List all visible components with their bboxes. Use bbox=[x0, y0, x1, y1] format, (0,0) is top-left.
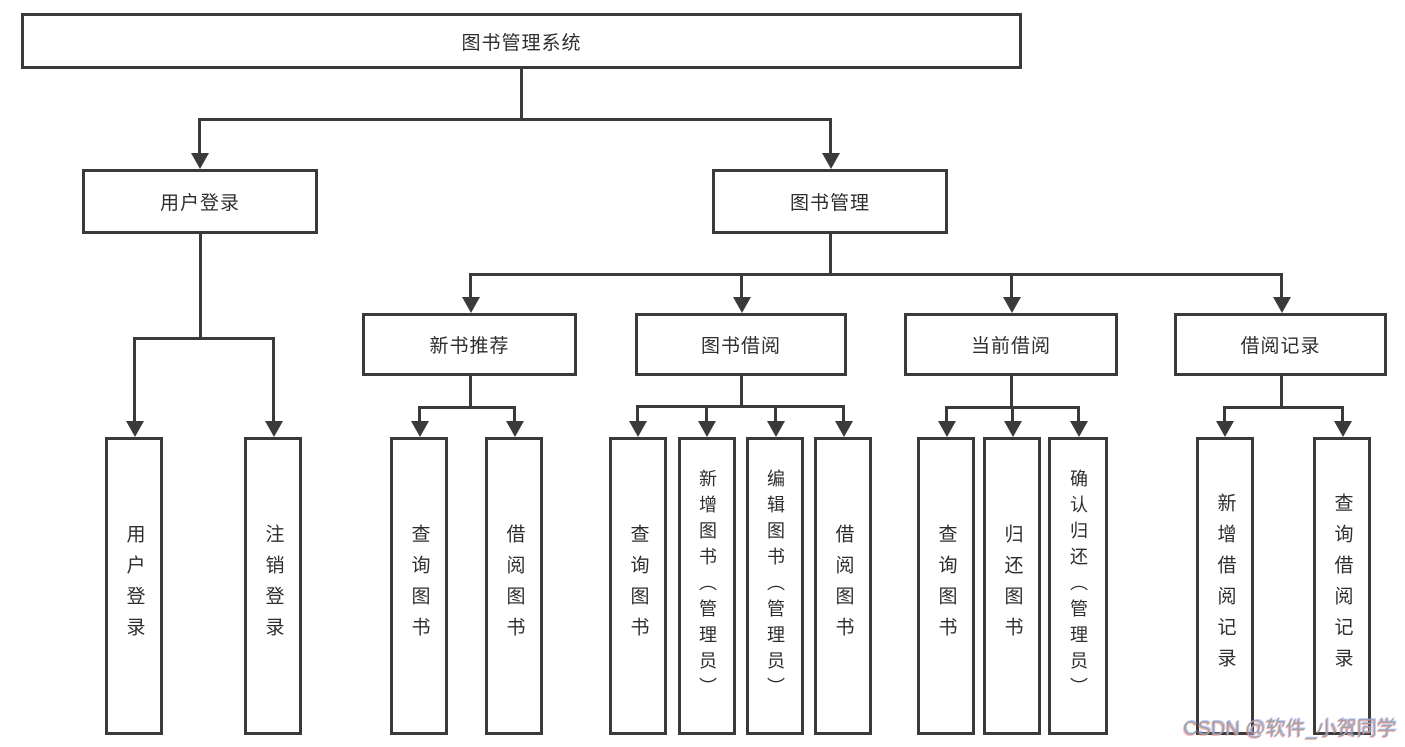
csdn-watermark: CSDN @软件_小贺同学 bbox=[1183, 718, 1397, 740]
leaf-bb-query-books-label: 查询图书 bbox=[627, 524, 649, 648]
arrow-to-borrow-records-icon bbox=[1272, 274, 1291, 313]
leaf-cb-confirm-return-admin-label: 确认归还（管理员） bbox=[1068, 469, 1088, 703]
leaf-bb-add-books-admin: 新增图书（管理员） bbox=[678, 437, 736, 735]
leaf-nb-borrow-books: 借阅图书 bbox=[485, 437, 543, 735]
node-new-book-recommend-label: 新书推荐 bbox=[429, 336, 510, 357]
leaf-cb-query-books-label: 查询图书 bbox=[935, 524, 957, 648]
leaf-cb-return-books-label: 归还图书 bbox=[1001, 524, 1023, 648]
leaf-nb-query-books: 查询图书 bbox=[390, 437, 448, 735]
arrow-to-current-borrow-icon bbox=[1002, 274, 1021, 313]
leaf-user-login-label: 用户登录 bbox=[123, 524, 145, 648]
arrow-to-bb-query-icon bbox=[628, 405, 647, 437]
connector-root-split bbox=[198, 118, 832, 121]
arrow-to-cb-confirm-icon bbox=[1069, 406, 1088, 437]
leaf-bb-add-books-admin-label: 新增图书（管理员） bbox=[697, 469, 717, 703]
connector-book-mgmt-split bbox=[469, 273, 1283, 276]
node-borrow-records: 借阅记录 bbox=[1174, 313, 1387, 376]
arrow-to-new-books-icon bbox=[461, 274, 480, 313]
arrow-to-leaf-user-login-icon bbox=[125, 337, 144, 437]
connector-borrow-records-split bbox=[1223, 406, 1343, 409]
leaf-nb-borrow-books-label: 借阅图书 bbox=[503, 524, 525, 648]
arrow-to-nb-borrow-icon bbox=[505, 406, 524, 437]
arrow-to-br-add-icon bbox=[1215, 406, 1234, 437]
leaf-bb-query-books: 查询图书 bbox=[609, 437, 667, 735]
node-new-book-recommend: 新书推荐 bbox=[362, 313, 577, 376]
connector-user-login-drop bbox=[199, 234, 202, 338]
leaf-user-login: 用户登录 bbox=[105, 437, 163, 735]
arrow-to-book-mgmt-icon bbox=[821, 119, 840, 169]
arrow-to-user-login-icon bbox=[190, 119, 209, 169]
node-borrow-records-label: 借阅记录 bbox=[1240, 336, 1321, 357]
leaf-logout: 注销登录 bbox=[244, 437, 302, 735]
leaf-cb-return-books: 归还图书 bbox=[983, 437, 1041, 735]
arrow-to-bb-borrow-icon bbox=[834, 405, 853, 437]
leaf-br-add-record: 新增借阅记录 bbox=[1196, 437, 1254, 735]
leaf-cb-confirm-return-admin: 确认归还（管理员） bbox=[1048, 437, 1108, 735]
connector-book-mgmt-drop bbox=[829, 234, 832, 274]
arrow-to-bb-edit-icon bbox=[766, 405, 785, 437]
arrow-to-cb-return-icon bbox=[1003, 406, 1022, 437]
connector-new-books-drop bbox=[469, 376, 472, 407]
node-book-management: 图书管理 bbox=[712, 169, 948, 234]
leaf-bb-edit-books-admin-label: 编辑图书（管理员） bbox=[765, 469, 785, 703]
connector-borrow-records-drop bbox=[1280, 376, 1283, 407]
leaf-logout-label: 注销登录 bbox=[262, 524, 284, 648]
leaf-bb-edit-books-admin: 编辑图书（管理员） bbox=[746, 437, 804, 735]
arrow-to-nb-query-icon bbox=[410, 406, 429, 437]
arrow-to-leaf-logout-icon bbox=[264, 337, 283, 437]
node-user-login: 用户登录 bbox=[82, 169, 318, 234]
connector-book-borrow-split bbox=[636, 405, 845, 408]
node-root-label: 图书管理系统 bbox=[461, 32, 582, 54]
node-user-login-label: 用户登录 bbox=[159, 193, 240, 214]
leaf-bb-borrow-books-label: 借阅图书 bbox=[832, 524, 854, 648]
connector-current-borrow-drop bbox=[1010, 376, 1013, 407]
leaf-cb-query-books: 查询图书 bbox=[917, 437, 975, 735]
node-current-borrow-label: 当前借阅 bbox=[970, 336, 1051, 357]
connector-new-books-split bbox=[418, 406, 516, 409]
node-book-borrow-label: 图书借阅 bbox=[700, 336, 781, 357]
node-root: 图书管理系统 bbox=[21, 13, 1022, 69]
node-book-borrow: 图书借阅 bbox=[635, 313, 847, 376]
arrow-to-br-query-icon bbox=[1333, 406, 1352, 437]
node-book-management-label: 图书管理 bbox=[789, 193, 870, 214]
connector-book-borrow-drop bbox=[740, 376, 743, 406]
leaf-bb-borrow-books: 借阅图书 bbox=[814, 437, 872, 735]
connector-root-drop bbox=[520, 69, 523, 120]
leaf-br-query-record-label: 查询借阅记录 bbox=[1331, 493, 1353, 679]
node-current-borrow: 当前借阅 bbox=[904, 313, 1118, 376]
connector-user-login-split bbox=[133, 337, 275, 340]
arrow-to-book-borrow-icon bbox=[732, 274, 751, 313]
leaf-br-add-record-label: 新增借阅记录 bbox=[1214, 493, 1236, 679]
leaf-nb-query-books-label: 查询图书 bbox=[408, 524, 430, 648]
arrow-to-bb-add-icon bbox=[697, 405, 716, 437]
arrow-to-cb-query-icon bbox=[937, 406, 956, 437]
leaf-br-query-record: 查询借阅记录 bbox=[1313, 437, 1371, 735]
